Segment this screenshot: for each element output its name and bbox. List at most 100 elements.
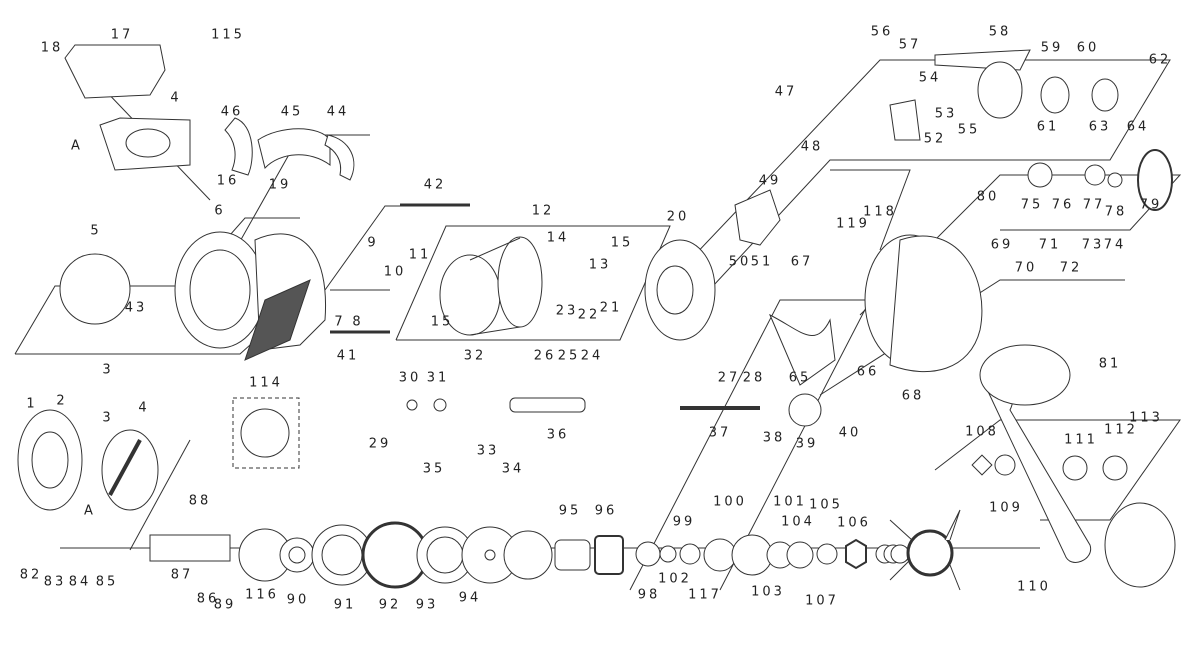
part-label: 58 (988, 24, 1012, 40)
part-label: 12 (531, 203, 555, 219)
part-label: 65 (788, 370, 812, 386)
part-label: 90 (286, 592, 310, 608)
part-label: 108 (965, 424, 999, 440)
part-17-cover (65, 45, 165, 98)
part-label: 10 (383, 264, 407, 280)
part-label: 16 (216, 173, 240, 189)
part-label: 40 (838, 425, 862, 441)
part-label: 118 (863, 204, 897, 220)
part-label: 51 (750, 254, 774, 270)
part-87-shaft (150, 535, 230, 561)
part-label: 94 (458, 590, 482, 606)
part-label: 69 (990, 237, 1014, 253)
part-label: 84 (68, 574, 92, 590)
part-label: 81 (1098, 356, 1122, 372)
part-label: 30 (398, 370, 422, 386)
part-label: 53 (934, 106, 958, 122)
part-label: 89 (213, 597, 237, 613)
part-5-ring (60, 254, 130, 324)
part-label: 19 (268, 177, 292, 193)
part-label: 113 (1129, 410, 1163, 426)
part-label: 78 (1104, 204, 1128, 220)
part-label: 4 (138, 400, 150, 416)
part-label: 55 (957, 122, 981, 138)
part-label: 48 (800, 139, 824, 155)
part-65 (770, 315, 835, 385)
part-label: 32 (463, 348, 487, 364)
part-label: 100 (713, 494, 747, 510)
part-4-cap (102, 430, 158, 510)
part-label: 31 (426, 370, 450, 386)
part-label: 14 (546, 230, 570, 246)
part-label: 107 (805, 593, 839, 609)
part-label: 17 (110, 27, 134, 43)
part-label: 46 (220, 104, 244, 120)
part-label: 98 (637, 587, 661, 603)
part-label: 109 (989, 500, 1023, 516)
part-label: 6 (214, 203, 226, 219)
part-label: 71 (1038, 237, 1062, 253)
part-label: 88 (188, 493, 212, 509)
part-label: 70 (1014, 260, 1038, 276)
part-label: 49 (758, 173, 782, 189)
part-label: 33 (476, 443, 500, 459)
part-label: A (71, 138, 83, 154)
part-label: 77 (1082, 197, 1106, 213)
part-label: 4 (170, 90, 182, 106)
part-label: 99 (672, 514, 696, 530)
part-label: 74 (1103, 237, 1127, 253)
part-label: 52 (923, 131, 947, 147)
part-label: 13 (588, 257, 612, 273)
part-label: 72 (1059, 260, 1083, 276)
part-label: 80 (976, 189, 1000, 205)
part-label: 117 (688, 587, 722, 603)
part-label: 87 (170, 567, 194, 583)
part-label: 111 (1064, 432, 1098, 448)
part-label: 64 (1126, 119, 1150, 135)
part-label: 3 (102, 362, 114, 378)
part-label: 56 (870, 24, 894, 40)
part-label: 112 (1104, 422, 1138, 438)
part-label: 59 (1040, 40, 1064, 56)
part-label: 54 (918, 70, 942, 86)
part-label: 3 (102, 410, 114, 426)
part-label: 85 (95, 574, 119, 590)
part-label: 67 (790, 254, 814, 270)
part-label: 41 (336, 348, 360, 364)
part-label: 35 (422, 461, 446, 477)
part-label: 43 (124, 300, 148, 316)
part-label: 93 (415, 597, 439, 613)
part-label: 105 (809, 497, 843, 513)
part-label: 42 (423, 177, 447, 193)
part-label: 57 (898, 37, 922, 53)
part-label: 27 (717, 370, 741, 386)
part-label: 75 (1020, 197, 1044, 213)
part-label: 23 (555, 303, 579, 319)
part-label: 76 (1051, 197, 1075, 213)
part-label: 73 (1081, 237, 1105, 253)
part-label: 11 (408, 247, 432, 263)
part-107-star-drag (908, 531, 952, 575)
part-label: 79 (1139, 197, 1163, 213)
part-label: 63 (1088, 119, 1112, 135)
part-label: 50 (728, 254, 752, 270)
part-label: 45 (280, 104, 304, 120)
part-label: 115 (211, 27, 245, 43)
part-label: 110 (1017, 579, 1051, 595)
part-label: 7 (334, 314, 346, 330)
part-label: 91 (333, 597, 357, 613)
part-label: 25 (557, 348, 581, 364)
part-label: 15 (430, 314, 454, 330)
part-label: 26 (533, 348, 557, 364)
part-label: 9 (367, 235, 379, 251)
part-label: 28 (742, 370, 766, 386)
part-label: 44 (326, 104, 350, 120)
part-label: 24 (580, 348, 604, 364)
part-label: 95 (558, 503, 582, 519)
part-label: 21 (599, 300, 623, 316)
part-label: 62 (1148, 52, 1172, 68)
part-label: 119 (836, 216, 870, 232)
part-label: 15 (610, 235, 634, 251)
